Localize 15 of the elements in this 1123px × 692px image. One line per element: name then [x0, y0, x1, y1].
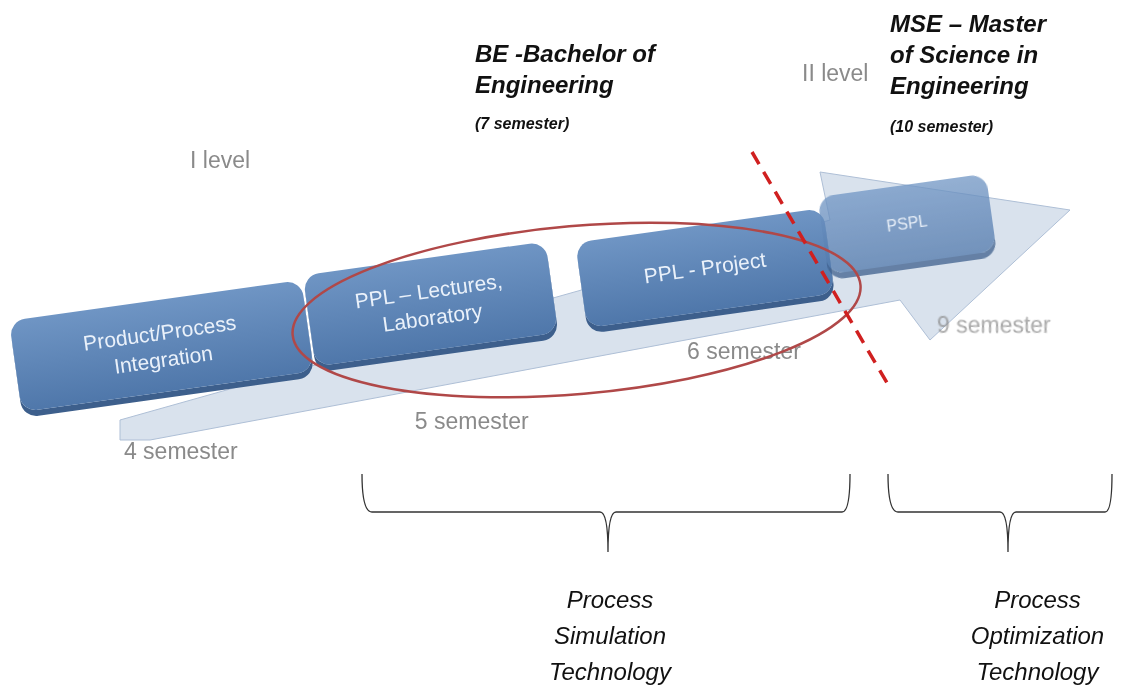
box-label: PSPL — [885, 210, 929, 237]
box-label: PPL - Project — [642, 246, 768, 290]
degree-heading: BE -Bachelor of Engineering — [475, 39, 658, 101]
duration-note: (10 semester) — [890, 118, 994, 136]
semester-label: 5 semester — [414, 408, 529, 436]
box-label: PPL – Lectures, Laboratory — [352, 267, 505, 338]
duration-note: (7 semester) — [475, 115, 570, 133]
technology-label: Process Optimization Technology — [969, 585, 1106, 687]
box-label: Product/Process Integration — [80, 309, 239, 380]
level-label: I level — [190, 147, 251, 174]
semester-label: 9 semester — [936, 311, 1051, 339]
level-label: II level — [802, 60, 869, 87]
semester-label: 4 semester — [123, 438, 238, 466]
technology-label: Process Simulation Technology — [548, 585, 673, 687]
degree-heading: MSE – Master of Science in Engineering — [890, 9, 1048, 102]
